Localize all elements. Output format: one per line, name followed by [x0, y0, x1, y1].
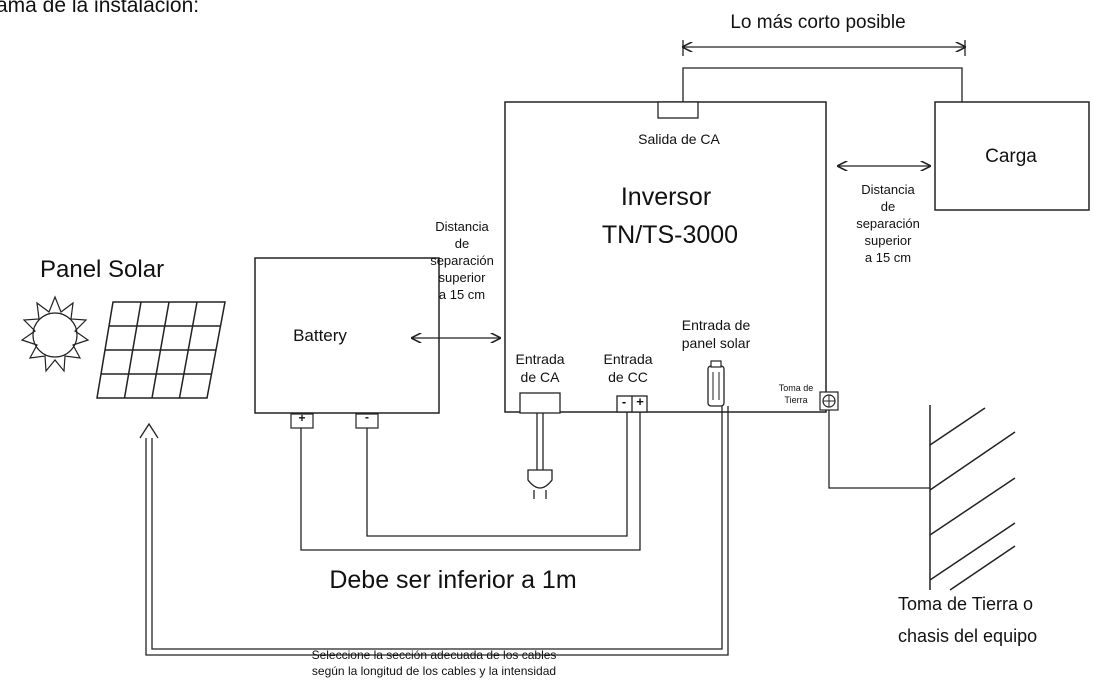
ground-terminal-label: Toma de Tierra: [778, 383, 814, 405]
load-box: [934, 101, 1090, 211]
clearance-right-label: Distancia de separación superior a 15 cm: [856, 182, 920, 265]
shortest-possible-label: Lo más corto posible: [730, 12, 906, 33]
must-be-under-1m-label: Debe ser inferior a 1m: [329, 566, 577, 594]
pv-input-label: Entrada de panel solar: [681, 317, 751, 351]
inverter-model: TN/TS-3000: [601, 221, 739, 249]
inverter-title: Inversor: [620, 183, 712, 211]
load-label: Carga: [985, 146, 1037, 167]
battery-negative-label: -: [365, 410, 369, 424]
ac-plug: [527, 469, 553, 489]
battery-label: Battery: [293, 326, 347, 345]
battery-positive-terminal: [290, 413, 314, 429]
ac-input-label: Entrada de CA: [515, 351, 565, 385]
solar-panel-grid: [96, 301, 226, 399]
ac-output-connector: [657, 101, 699, 119]
battery-negative-cable: [366, 412, 628, 537]
ground-wire: [828, 410, 930, 489]
clearance-left-label: Distancia de separación superior a 15 cm: [430, 219, 494, 302]
pv-input-connector: [707, 365, 725, 407]
dc-input-label: Entrada de CC: [603, 351, 653, 385]
pv-cable-inner: [151, 406, 723, 650]
sun-icon: [20, 295, 90, 373]
ac-output-label: Salida de CA: [638, 131, 720, 147]
header-text: ama de la instalación:: [0, 0, 200, 17]
battery-box: [254, 257, 440, 414]
cable-selection-note: Seleccione la sección adecuada de los ca…: [311, 648, 557, 678]
dc-positive-label: +: [636, 394, 644, 409]
ground-chassis-label: Toma de Tierra o chasis del equipo: [898, 594, 1038, 646]
pv-cable-outer: [145, 406, 729, 656]
ac-input-socket: [519, 392, 561, 414]
panel-solar-label: Panel Solar: [40, 256, 165, 283]
ground-hatching: [929, 407, 1016, 591]
ac-output-wire: [682, 67, 963, 118]
dc-negative-label: -: [621, 394, 627, 409]
battery-positive-cable: [300, 412, 641, 551]
inverter-box: [504, 101, 827, 413]
battery-positive-label: +: [298, 411, 306, 425]
